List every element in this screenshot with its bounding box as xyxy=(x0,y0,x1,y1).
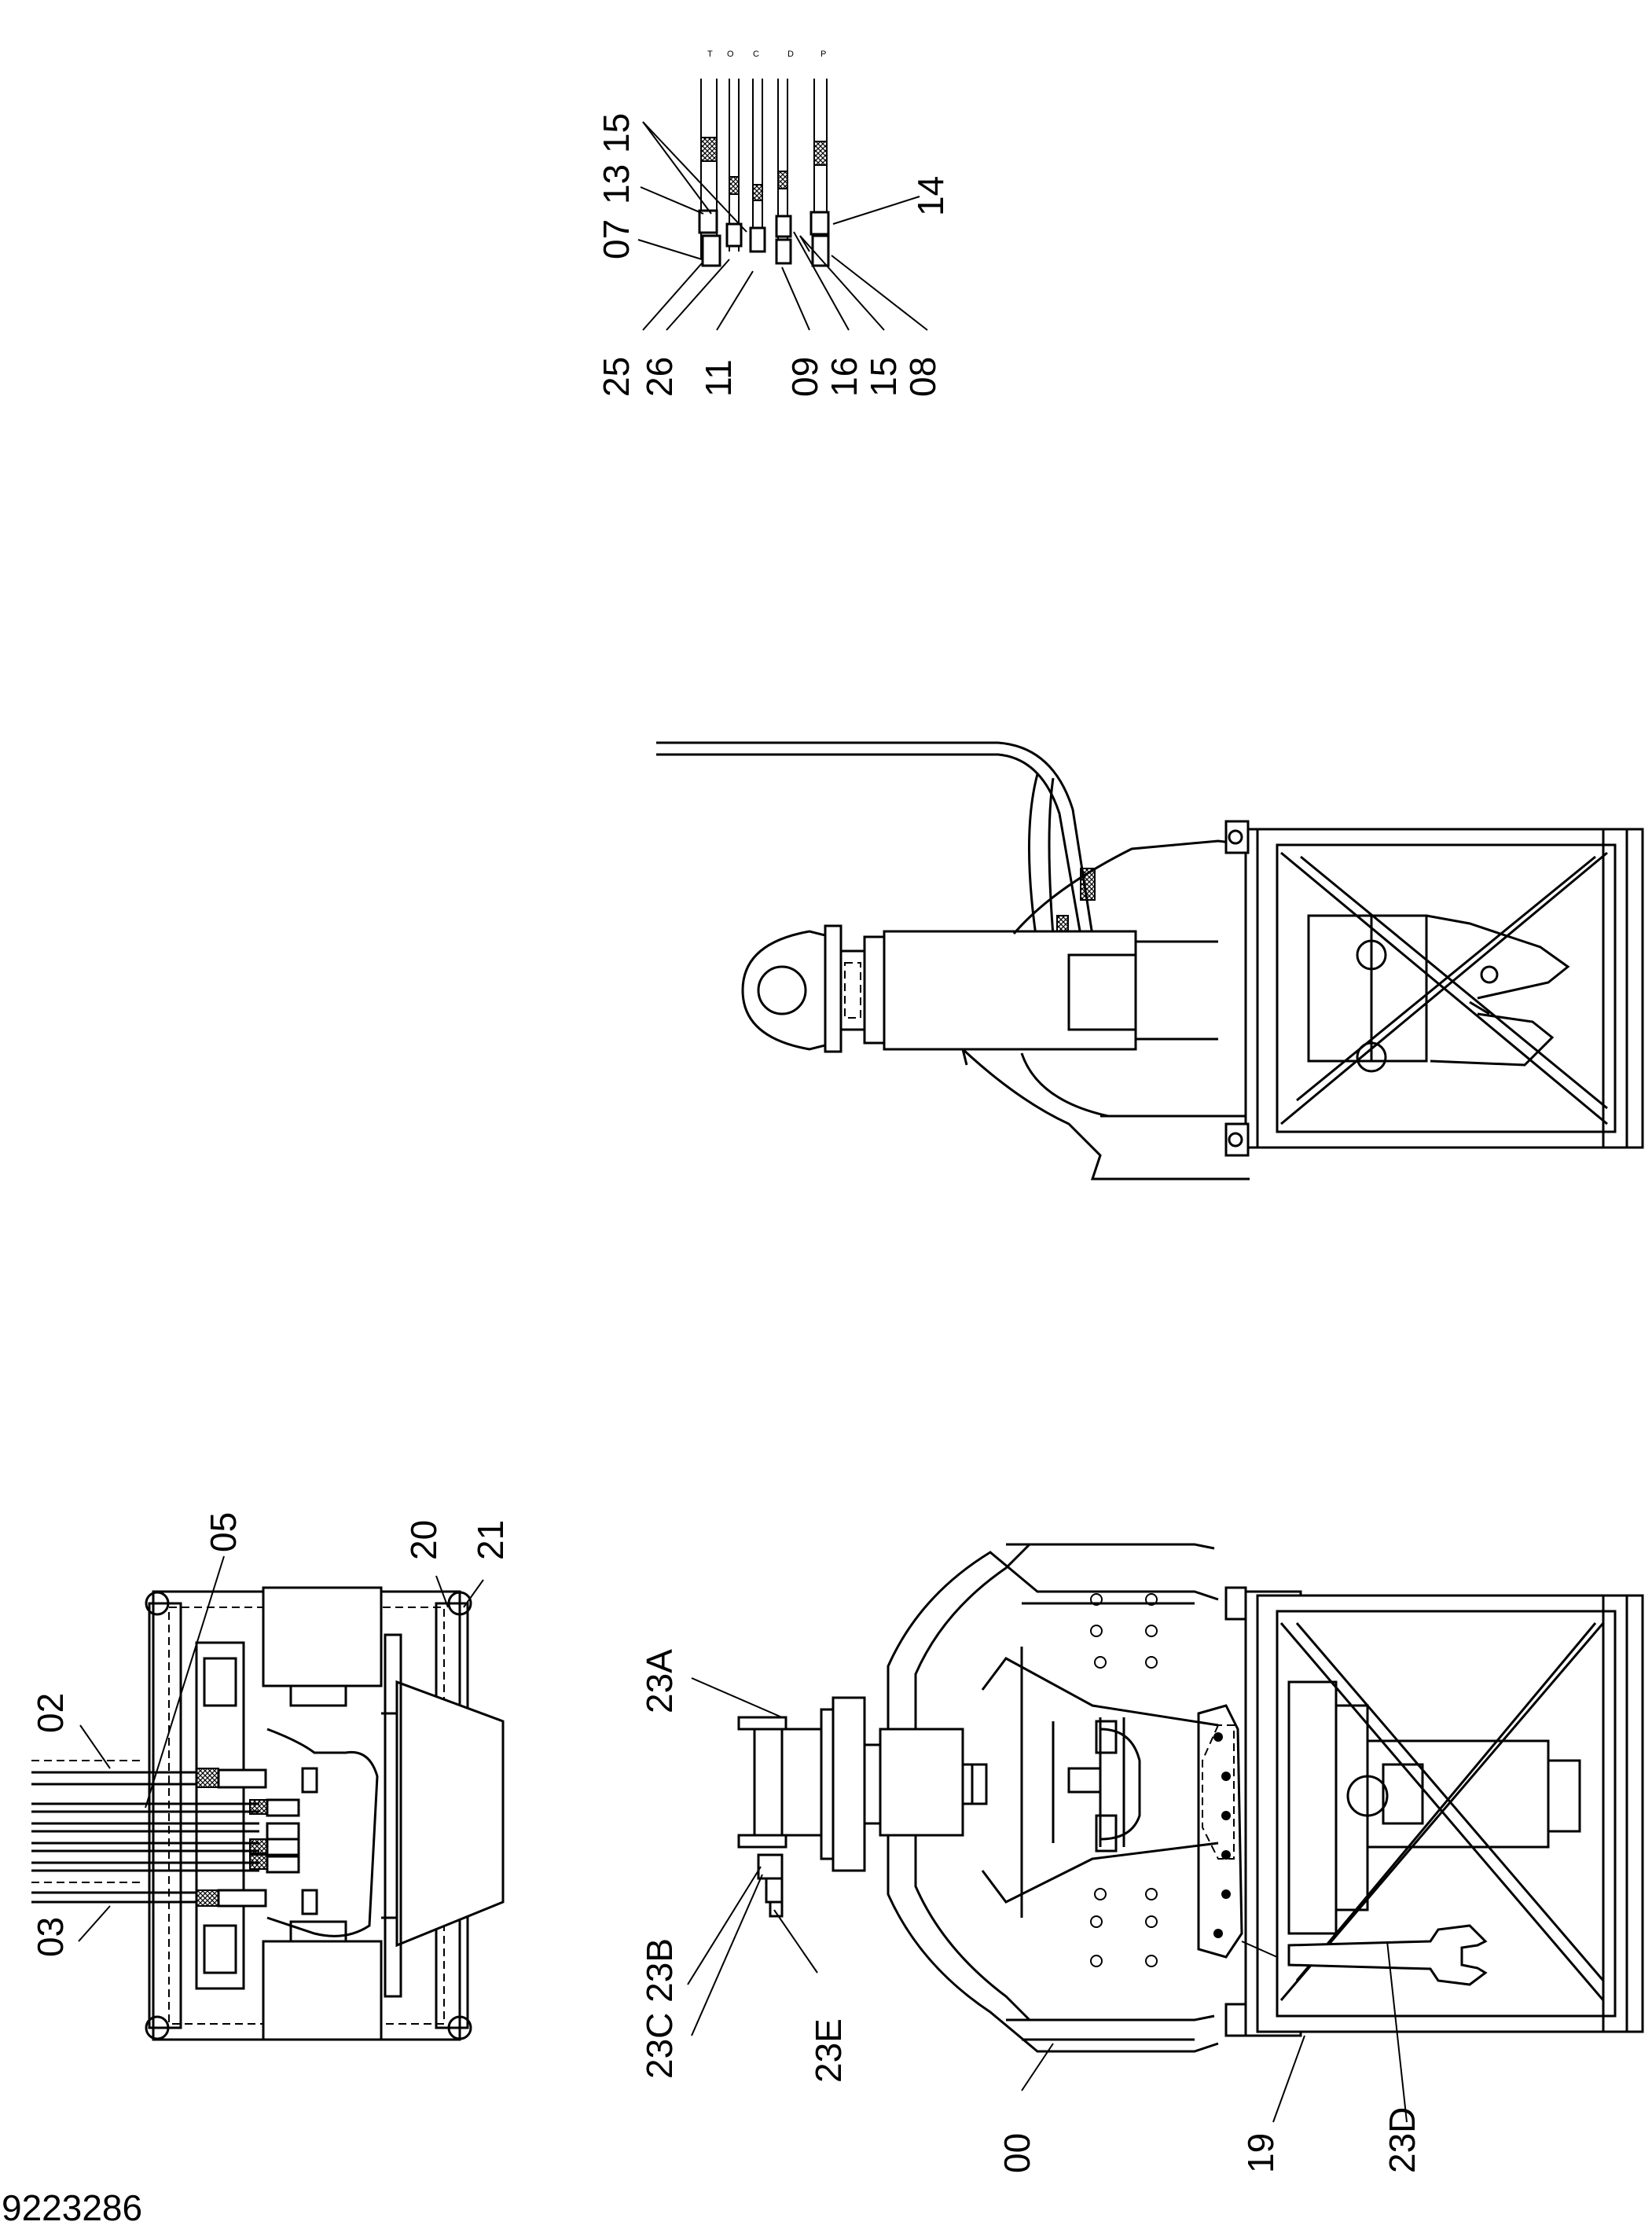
label-02: 02 xyxy=(30,1693,71,1733)
port-letter-d: D xyxy=(787,50,794,59)
label-23a: 23A xyxy=(639,1649,680,1713)
label-19: 19 xyxy=(1240,2133,1281,2173)
front-view: 23A 23C 23B 23E 00 19 23D xyxy=(639,1543,1644,2173)
label-23d: 23D xyxy=(1382,2107,1423,2173)
front-jaw xyxy=(1287,1680,1581,1935)
port-letter-o: O xyxy=(727,50,734,59)
label-05: 05 xyxy=(203,1512,244,1552)
label-13: 13 xyxy=(596,164,637,204)
label-07: 07 xyxy=(596,219,637,259)
top-view: 02 05 03 20 21 xyxy=(30,1512,511,2041)
label-26: 26 xyxy=(639,357,680,397)
label-11: 11 xyxy=(698,359,739,397)
label-15-top: 15 xyxy=(596,113,637,153)
label-21: 21 xyxy=(470,1520,511,1560)
label-20: 20 xyxy=(403,1520,444,1560)
port-letter-c: C xyxy=(753,50,759,59)
label-15-bottom: 15 xyxy=(863,357,904,397)
cutter-inner xyxy=(1307,914,1570,1073)
label-03: 03 xyxy=(30,1917,71,1957)
label-23c-23b: 23C 23B xyxy=(639,1938,680,2079)
side-view xyxy=(656,741,1644,1181)
port-letter-p: P xyxy=(820,50,826,59)
label-08: 08 xyxy=(902,357,943,397)
wrench-icon xyxy=(1241,1924,1488,1986)
label-09: 09 xyxy=(784,357,825,397)
label-14: 14 xyxy=(910,176,951,216)
label-25: 25 xyxy=(596,357,637,397)
label-16: 16 xyxy=(824,357,865,397)
label-23e: 23E xyxy=(808,2018,849,2083)
hose-detail-leaders xyxy=(637,121,928,331)
label-00: 00 xyxy=(997,2133,1037,2173)
document-number: 9223286 xyxy=(2,2187,142,2228)
cover-bolts xyxy=(1213,1732,1231,1938)
port-letter-t: T xyxy=(707,50,713,59)
hose-lines xyxy=(698,79,830,267)
hose-port-detail: T O C D P xyxy=(596,50,951,397)
plate-bolts xyxy=(1090,1593,1158,1967)
